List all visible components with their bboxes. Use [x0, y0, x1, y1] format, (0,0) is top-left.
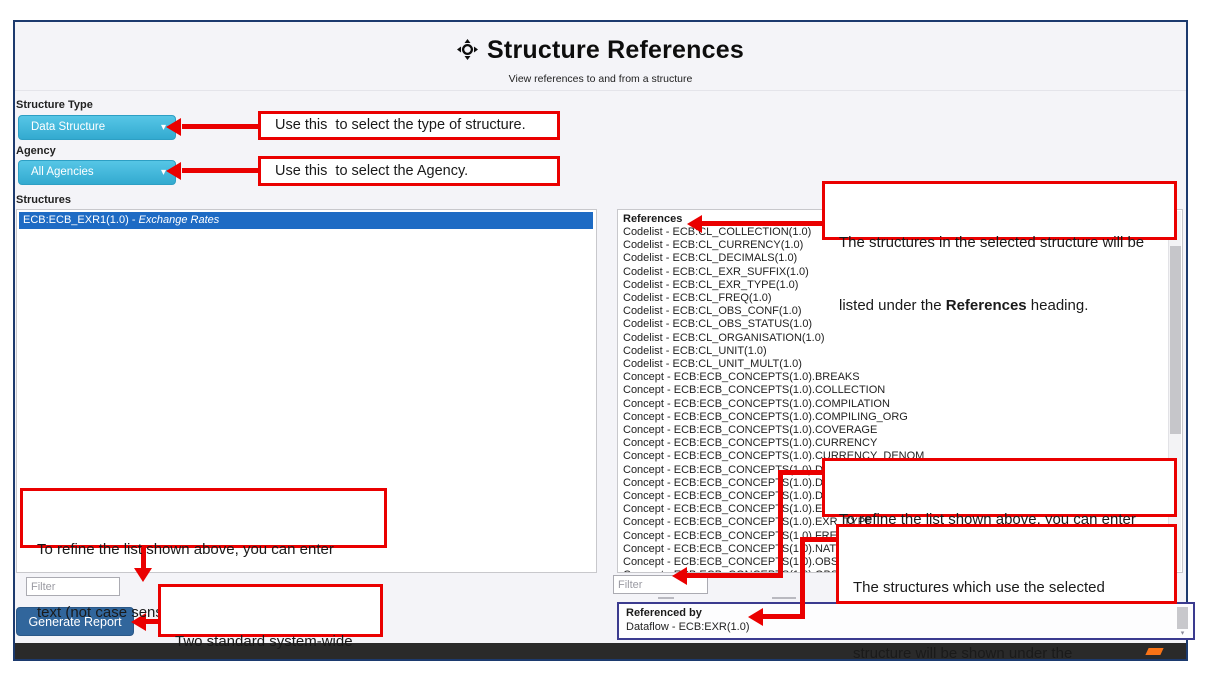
references-list: Codelist - ECB:CL_COLLECTION(1.0)Codelis… — [618, 226, 1182, 572]
callout-referenced-by: The structures which use the selected st… — [836, 524, 1177, 662]
referenced-by-panel: Referenced by Dataflow - ECB:EXR(1.0) ▾ — [617, 602, 1195, 640]
header: Structure References — [13, 36, 1188, 65]
cropped-ui-remnant — [658, 597, 674, 599]
structure-name: Exchange Rates — [138, 214, 220, 226]
reference-item[interactable]: Concept - ECB:ECB_CONCEPTS(1.0).COMPILIN… — [623, 410, 908, 423]
references-scrollbar-thumb[interactable] — [1170, 246, 1181, 434]
chevron-down-icon: ▾ — [160, 167, 166, 178]
arrow-line — [146, 619, 158, 624]
reference-item[interactable]: Codelist - ECB:CL_EXR_SUFFIX(1.0) — [623, 265, 809, 278]
reference-item[interactable]: Codelist - ECB:CL_UNIT(1.0) — [623, 344, 767, 357]
reference-item[interactable]: Concept - ECB:ECB_CONCEPTS(1.0).COMPILAT… — [623, 397, 890, 410]
callout-references: The structures in the selected structure… — [822, 181, 1177, 314]
arrow-line — [702, 221, 822, 226]
scroll-down-icon[interactable]: ▾ — [1180, 630, 1185, 637]
reference-item[interactable]: Codelist - ECB:CL_DECIMALS(1.0) — [623, 252, 798, 265]
reference-item[interactable]: Concept - ECB:ECB_CONCEPTS(1.0).COLLECTI… — [623, 384, 886, 397]
referenced-by-heading: Referenced by — [626, 607, 702, 619]
arrow-left-icon — [672, 567, 687, 585]
reference-item[interactable]: Codelist - ECB:CL_ORGANISATION(1.0) — [623, 331, 825, 344]
references-heading: References — [623, 213, 683, 225]
generate-report-button[interactable]: Generate Report — [16, 607, 134, 636]
reference-item[interactable]: Codelist - ECB:CL_CURRENCY(1.0) — [623, 239, 804, 252]
reference-item[interactable]: Concept - ECB:ECB_CONCEPTS(1.0).NAT_TITL… — [623, 542, 873, 555]
arrow-left-icon — [166, 118, 181, 136]
callout-filter-right: To refine the list shown above, you can … — [822, 458, 1177, 591]
connector-line — [783, 470, 822, 475]
reference-item[interactable]: Concept - ECB:ECB_CONCEPTS(1.0).CURRENCY — [623, 437, 878, 450]
move-crosshair-icon — [457, 39, 479, 65]
arrow-down-icon — [134, 568, 152, 582]
cropped-ui-remnant — [772, 597, 796, 599]
connector-line — [803, 537, 836, 542]
references-scrollbar[interactable] — [1168, 211, 1181, 571]
footer-bar — [15, 643, 1186, 659]
structure-type-label: Structure Type — [16, 99, 93, 111]
reference-item[interactable]: Concept - ECB:ECB_CONCEPTS(1.0).COVERAGE — [623, 424, 878, 437]
reference-item[interactable]: Concept - ECB:ECB_CONCEPTS(1.0).BREAKS — [623, 371, 860, 384]
callout-structure-type: Use this to select the type of structure… — [258, 111, 560, 140]
connector-line — [687, 573, 780, 578]
structures-filter-input[interactable] — [26, 577, 120, 596]
reference-item[interactable]: Concept - ECB:ECB_CONCEPTS(1.0).OBS_CONF — [618, 569, 1182, 572]
agency-dropdown[interactable]: All Agencies ▾ — [18, 160, 176, 185]
page-subtitle: View references to and from a structure — [508, 73, 693, 85]
arrow-line — [182, 124, 258, 129]
reference-item[interactable]: Concept - ECB:ECB_CONCEPTS(1.0).OBS_COM — [623, 556, 870, 569]
agency-label: Agency — [16, 145, 56, 157]
structure-id: ECB:ECB_EXR1(1.0) - — [23, 214, 139, 226]
arrow-left-icon — [166, 162, 181, 180]
reference-item[interactable]: Codelist - ECB:CL_EXR_TYPE(1.0) — [623, 278, 799, 291]
reference-item[interactable]: Concept - ECB:ECB_CONCEPTS(1.0).EXR_SUFF… — [623, 503, 883, 516]
page-title: Structure References — [487, 36, 744, 64]
reference-item[interactable]: Codelist - ECB:CL_OBS_STATUS(1.0) — [623, 318, 813, 331]
reference-item[interactable]: Codelist - ECB:CL_FREQ(1.0) — [623, 292, 772, 305]
arrow-left-icon — [131, 613, 146, 631]
arrow-left-icon — [748, 608, 763, 626]
structure-type-value: Data Structure — [31, 121, 106, 133]
referenced-by-item[interactable]: Dataflow - ECB:EXR(1.0) — [626, 621, 750, 633]
arrow-left-icon — [687, 215, 702, 233]
structures-label: Structures — [16, 194, 72, 206]
connector-line — [800, 537, 805, 619]
reference-item[interactable]: Codelist - ECB:CL_COLLECTION(1.0) — [623, 226, 812, 238]
callout-reports: Two standard system-wide reports are ava… — [158, 584, 383, 650]
header-divider — [15, 90, 1186, 91]
callout-agency: Use this to select the Agency. — [258, 156, 560, 186]
chevron-down-icon: ▾ — [160, 122, 166, 133]
connector-line — [141, 548, 146, 570]
reference-item[interactable]: Concept - ECB:ECB_CONCEPTS(1.0).FREQ — [623, 529, 846, 542]
agency-value: All Agencies — [31, 166, 94, 178]
reference-item[interactable]: Codelist - ECB:CL_OBS_CONF(1.0) — [623, 305, 802, 318]
structures-list-item-selected[interactable]: ECB:ECB_EXR1(1.0) - Exchange Rates — [19, 212, 593, 229]
referenced-by-scrollbar-thumb[interactable] — [1177, 607, 1188, 629]
arrow-line — [182, 168, 258, 173]
structure-type-dropdown[interactable]: Data Structure ▾ — [18, 115, 176, 140]
callout-filter-left: To refine the list shown above, you can … — [20, 488, 387, 621]
reference-item[interactable]: Concept - ECB:ECB_CONCEPTS(1.0).DISS_ORG — [623, 476, 872, 489]
connector-line — [778, 470, 783, 578]
reference-item[interactable]: Concept - ECB:ECB_CONCEPTS(1.0).EXR_TYPE — [623, 516, 873, 529]
connector-line — [763, 614, 800, 619]
reference-item[interactable]: Codelist - ECB:CL_UNIT_MULT(1.0) — [623, 358, 802, 371]
